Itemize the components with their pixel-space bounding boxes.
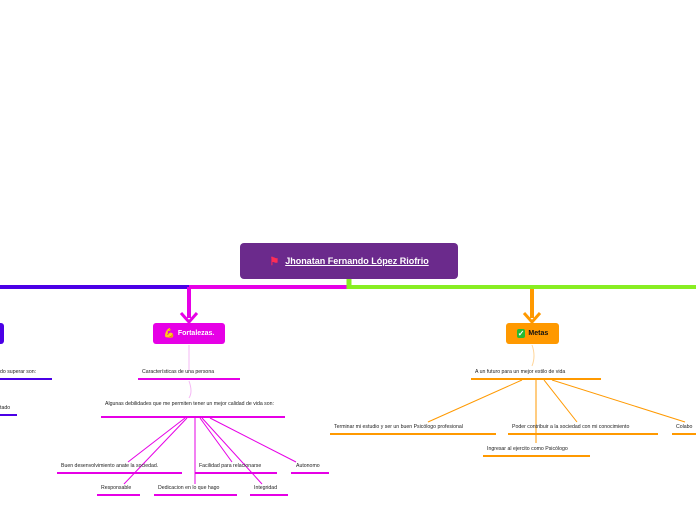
- list-item[interactable]: Buen desenvolvimiento anate la sociedad.: [61, 463, 159, 469]
- topic-fortalezas[interactable]: 💪 Fortalezas.: [153, 323, 225, 344]
- list-item[interactable]: Autonomo: [296, 463, 320, 469]
- left-label-1: do superar son:: [0, 369, 37, 375]
- list-item[interactable]: Integridad: [254, 485, 278, 491]
- subtopic-debilidades[interactable]: Algunas debilidades que me permiten tene…: [105, 401, 274, 407]
- list-item[interactable]: Colabo: [676, 424, 693, 430]
- list-item[interactable]: Poder contribuir a la sociedad con mi co…: [512, 424, 630, 430]
- topic-metas-label: Metas: [528, 330, 549, 337]
- flexed-biceps-icon: 💪: [163, 328, 175, 338]
- central-topic-label: Jhonatan Fernando López Riofrio: [285, 256, 429, 266]
- check-mark-icon: ✓: [516, 329, 526, 338]
- list-item[interactable]: Terminar mi estudio y ser un buen Psicól…: [334, 424, 463, 430]
- topic-left-partial[interactable]: [0, 323, 4, 344]
- central-topic[interactable]: ⚑ Jhonatan Fernando López Riofrio: [240, 243, 458, 279]
- list-item[interactable]: Ingresar al ejercito como Psicólogo: [487, 446, 568, 452]
- subtopic-caracteristicas[interactable]: Características de una persona: [142, 369, 215, 375]
- left-label-2: tado: [0, 405, 11, 411]
- topic-fortalezas-label: Fortalezas.: [177, 330, 215, 337]
- list-item[interactable]: Facilidad para relacionarse: [199, 463, 262, 469]
- list-item[interactable]: Responsable: [101, 485, 132, 491]
- flag-icon: ⚑: [269, 255, 280, 268]
- list-item[interactable]: Dedicacion en lo que hago: [158, 485, 220, 491]
- subtopic-futuro[interactable]: A un futuro para un mejor estilo de vida: [475, 369, 566, 375]
- topic-metas[interactable]: ✓ Metas: [506, 323, 559, 344]
